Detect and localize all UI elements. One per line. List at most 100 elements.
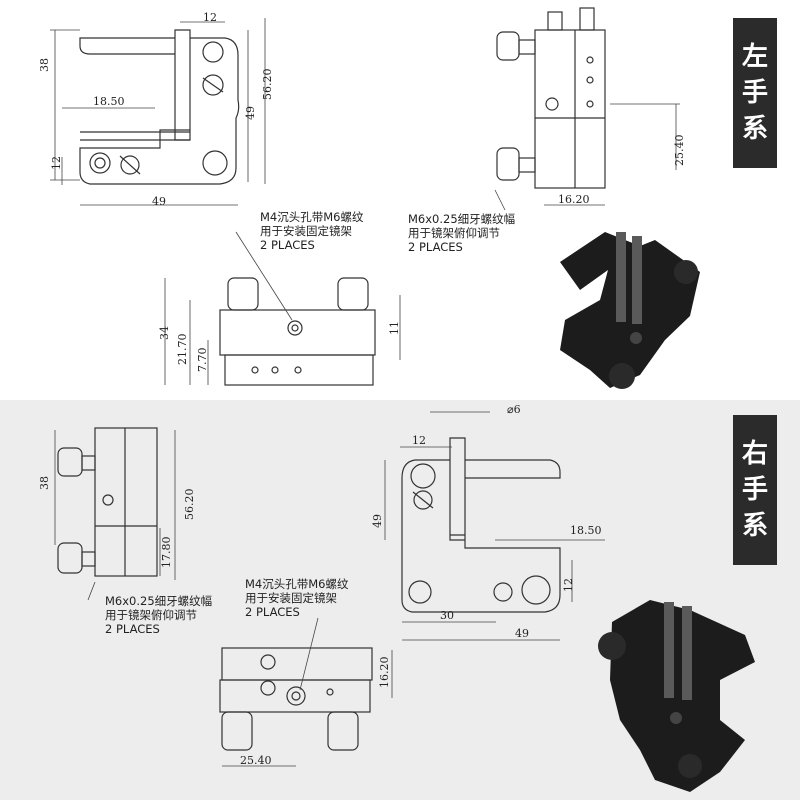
dim-bot-front-w49: 49 <box>515 627 529 640</box>
bot-side-shaft-top <box>81 455 96 471</box>
bottom-view-m4-hole <box>287 320 303 336</box>
bot-front-screw-top <box>413 490 433 510</box>
bot-product-render <box>598 600 755 792</box>
side-view-knob-shaft-top <box>518 39 536 55</box>
top-m4-note: M4沉头孔带M6螺纹 用于安装固定镜架 2 PLACES <box>260 210 363 252</box>
bottom-m6-line-1: M6x0.25细牙螺纹幅 <box>105 594 213 608</box>
bot-bottom-knob-right <box>327 711 359 751</box>
dim-top-bottom-h770: 7.70 <box>196 348 209 373</box>
right-hand-char-2: 手 <box>741 475 768 505</box>
bot-side-body <box>94 427 158 577</box>
dim-top-bottom-h2170: 21.70 <box>176 334 189 366</box>
bottom-m4-line-1: M4沉头孔带M6螺纹 <box>245 577 349 591</box>
left-hand-panel: 12 38 18.50 12 49 56.20 49 <box>38 7 777 389</box>
top-m6-line-1: M6x0.25细牙螺纹幅 <box>408 212 516 226</box>
front-view-screw-top <box>202 74 224 96</box>
bottom-view-upper-block <box>219 309 376 356</box>
dim-bot-side-h1780: 17.80 <box>160 537 173 569</box>
right-hand-tag: 右 手 系 <box>733 415 777 565</box>
front-view-mount-hole <box>202 150 228 176</box>
bottom-m6-line-3: 2 PLACES <box>105 622 160 636</box>
dim-top-bottom-h11: 11 <box>388 321 401 335</box>
bot-side-knob-bottom <box>57 542 83 574</box>
side-view-post-b <box>579 7 595 31</box>
dim-bot-side-h38: 38 <box>38 476 51 490</box>
side-view-post-a <box>547 11 563 31</box>
bot-front-knob-top <box>410 463 436 489</box>
bot-side-shaft-bottom <box>81 551 96 567</box>
dim-top-front-h38: 38 <box>38 58 51 72</box>
dim-bot-front-w30: 30 <box>440 609 454 622</box>
bot-side-knob-top <box>57 447 83 477</box>
top-bottom-dims <box>164 231 401 385</box>
bot-bottom-view <box>219 647 373 751</box>
top-front-view <box>79 29 240 185</box>
side-view-hole <box>545 97 559 111</box>
top-front-dims <box>50 18 266 206</box>
dim-bot-front-w12: 12 <box>412 434 426 447</box>
left-hand-tag: 左 手 系 <box>733 18 777 168</box>
bot-bottom-dims <box>222 617 393 767</box>
bot-front-knob-bottom <box>521 575 551 605</box>
side-view-knob-top <box>496 31 520 61</box>
bot-bottom-knob-left <box>221 711 253 751</box>
right-hand-panel: 38 56.20 17.80 ⌀6 12 <box>0 400 800 800</box>
dim-top-front-w49: 49 <box>152 195 166 208</box>
bot-side-view <box>57 427 158 577</box>
bot-front-dims <box>384 411 605 641</box>
dim-top-front-h49: 49 <box>244 106 257 120</box>
bottom-m6-line-2: 用于镜架俯仰调节 <box>105 608 197 622</box>
bottom-view-knob-left <box>227 277 259 311</box>
bottom-m4-note: M4沉头孔带M6螺纹 用于安装固定镜架 2 PLACES <box>245 577 348 619</box>
front-view-knob-top <box>202 41 224 63</box>
front-view-arm <box>80 131 190 141</box>
top-bottom-view <box>219 277 376 386</box>
bot-front-outline <box>401 437 561 613</box>
dim-bot-bottom-h1620: 16.20 <box>378 657 391 689</box>
side-view-knob-shaft-bottom <box>518 157 536 173</box>
dim-bot-front-h12: 12 <box>562 578 575 592</box>
dim-top-side-w1620: 16.20 <box>558 193 590 206</box>
top-side-dims <box>494 103 680 211</box>
dim-top-front-h5620: 56.20 <box>261 69 274 101</box>
top-m6-line-2: 用于镜架俯仰调节 <box>408 226 500 240</box>
left-hand-char-1: 左 <box>741 42 768 72</box>
bottom-m6-note: M6x0.25细牙螺纹幅 用于镜架俯仰调节 2 PLACES <box>105 594 212 636</box>
bot-front-view <box>401 437 561 613</box>
left-hand-char-3: 系 <box>741 114 768 144</box>
dim-top-front-w12: 12 <box>203 11 217 24</box>
dim-bot-side-h5620: 56.20 <box>183 489 196 521</box>
dim-top-front-w1850: 18.50 <box>93 95 125 108</box>
dim-top-front-h12: 12 <box>50 156 63 170</box>
top-m4-line-2: 用于安装固定镜架 <box>260 224 352 238</box>
front-view-knob-bottom <box>89 152 111 174</box>
dim-bot-front-w1850: 18.50 <box>570 524 602 537</box>
top-product-render <box>560 232 700 389</box>
top-m6-line-3: 2 PLACES <box>408 240 463 254</box>
dim-bot-front-h49: 49 <box>371 514 384 528</box>
top-m4-line-3: 2 PLACES <box>260 238 315 252</box>
bottom-m4-line-3: 2 PLACES <box>245 605 300 619</box>
dim-top-bottom-h34: 34 <box>158 326 171 340</box>
bot-bottom-m4-hole <box>286 686 306 706</box>
dim-bot-front-phi6: ⌀6 <box>507 403 521 416</box>
bot-bottom-block <box>219 679 371 713</box>
bottom-view-knob-right <box>337 277 369 311</box>
dim-top-side-h2540: 25.40 <box>673 135 686 167</box>
right-hand-char-1: 右 <box>741 439 768 469</box>
front-view-slot-top <box>202 77 224 93</box>
bot-side-dims <box>54 430 176 601</box>
bot-front-mount-hole <box>408 580 432 604</box>
front-view-knob-inner <box>94 157 106 169</box>
bot-bottom-upper <box>221 647 373 681</box>
right-hand-drawing: 38 56.20 17.80 ⌀6 12 <box>38 403 755 792</box>
bottom-view-base <box>224 354 374 386</box>
top-m4-line-1: M4沉头孔带M6螺纹 <box>260 210 364 224</box>
side-view-knob-bottom <box>496 147 520 181</box>
dim-bot-bottom-w2540: 25.40 <box>240 754 272 767</box>
bot-front-screw-bottom <box>493 582 513 602</box>
side-view-body <box>534 29 606 189</box>
top-side-view <box>496 7 606 189</box>
bottom-m4-line-2: 用于安装固定镜架 <box>245 591 337 605</box>
